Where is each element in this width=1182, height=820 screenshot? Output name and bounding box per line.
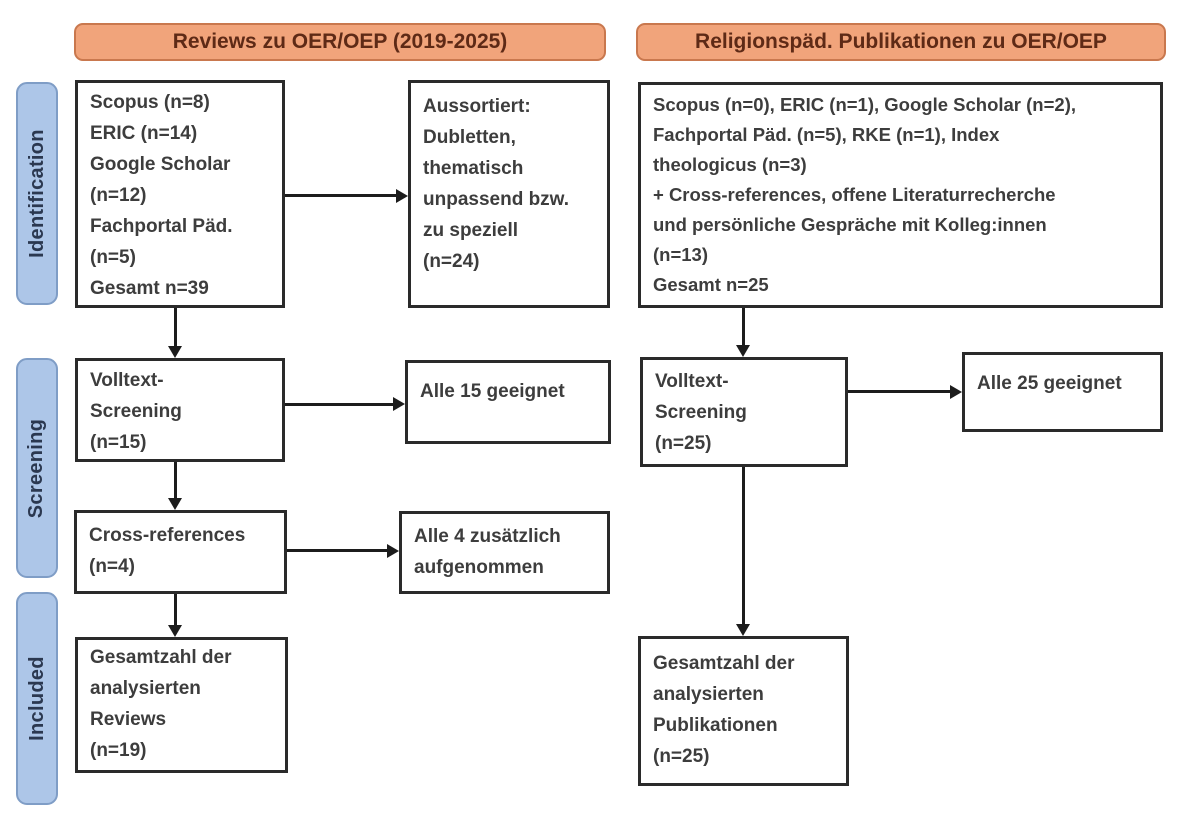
box-right-fulltext-line: Screening [655,402,747,423]
box-left-sources-line: (n=5) [90,247,136,268]
box-right-sources-line: (n=13) [653,244,709,265]
box-left-included-total: Gesamtzahl der analysierten Reviews (n=1… [75,637,288,773]
arrow-line [285,194,396,197]
box-left-sources-line: ERIC (n=14) [90,123,198,144]
column-header-left-label: Reviews zu OER/OEP (2019-2025) [172,30,508,53]
box-left-fulltext-line: (n=15) [90,432,147,453]
box-left-crossref-result-line: Alle 4 zusätzlich [414,526,561,547]
arrow-line [174,462,177,498]
stage-label-included: Included [16,592,58,805]
stage-label-included-text: Included [25,656,48,741]
box-right-sources-line: Scopus (n=0), ERIC (n=1), Google Scholar… [653,94,1076,115]
column-header-right: Religionspäd. Publikationen zu OER/OEP [636,23,1166,61]
box-right-included-total: Gesamtzahl der analysierten Publikatione… [638,636,849,786]
box-left-included-line: analysierten [90,678,201,699]
arrow-line [174,308,177,346]
box-left-excluded: Aussortiert: Dubletten, thematisch unpas… [408,80,610,308]
box-right-fulltext-screening: Volltext- Screening (n=25) [640,357,848,467]
box-left-excluded-line: zu speziell [423,220,519,241]
box-right-sources-line: und persönliche Gespräche mit Kolleg:inn… [653,214,1047,235]
box-left-crossref-result-line: aufgenommen [414,557,544,578]
box-right-sources: Scopus (n=0), ERIC (n=1), Google Scholar… [638,82,1163,308]
arrow-head-icon [387,544,399,558]
box-right-included-line: Publikationen [653,715,778,736]
box-left-fulltext-line: Screening [90,401,182,422]
arrow-head-icon [396,189,408,203]
box-left-sources: Scopus (n=8) ERIC (n=14) Google Scholar … [75,80,285,308]
box-left-crossref-result: Alle 4 zusätzlich aufgenommen [399,511,610,594]
box-left-included-line: Gesamtzahl der [90,647,232,668]
stage-label-screening: Screening [16,358,58,578]
box-right-fulltext-line: (n=25) [655,433,712,454]
column-header-right-label: Religionspäd. Publikationen zu OER/OEP [695,30,1107,53]
box-left-sources-line: Fachportal Päd. [90,216,233,237]
box-left-excluded-line: Aussortiert: [423,96,531,117]
box-right-fulltext-line: Volltext- [655,371,729,392]
box-right-sources-line: theologicus (n=3) [653,154,807,175]
box-left-excluded-line: Dubletten, [423,127,516,148]
box-left-fulltext-line: Volltext- [90,370,164,391]
box-left-crossref: Cross-references (n=4) [74,510,287,594]
arrow-head-icon [168,346,182,358]
box-right-included-line: analysierten [653,684,764,705]
box-left-sources-line: (n=12) [90,185,147,206]
arrow-line [285,403,393,406]
box-right-sources-line: Gesamt n=25 [653,274,769,295]
arrow-head-icon [736,345,750,357]
box-right-included-line: Gesamtzahl der [653,653,795,674]
box-left-fulltext-result: Alle 15 geeignet [405,360,611,444]
box-right-included-line: (n=25) [653,746,710,767]
box-left-included-line: Reviews [90,709,167,730]
arrow-line [848,390,950,393]
arrow-line [742,467,745,624]
box-left-sources-line: Scopus (n=8) [90,92,210,113]
box-right-fulltext-result: Alle 25 geeignet [962,352,1163,432]
stage-label-screening-text: Screening [25,418,48,518]
box-right-sources-line: + Cross-references, offene Literaturrech… [653,184,1056,205]
stage-label-identification: Identification [16,82,58,305]
arrow-head-icon [736,624,750,636]
box-left-sources-line: Gesamt n=39 [90,278,209,299]
box-left-excluded-line: unpassend bzw. [423,189,570,210]
box-right-fulltext-result-line: Alle 25 geeignet [977,373,1122,394]
box-left-crossref-line: (n=4) [89,556,135,577]
arrow-line [174,594,177,625]
box-left-fulltext-screening: Volltext- Screening (n=15) [75,358,285,462]
stage-label-identification-text: Identification [25,129,48,258]
box-left-excluded-line: (n=24) [423,251,480,272]
arrow-line [742,308,745,345]
box-left-sources-line: Google Scholar [90,154,231,175]
box-left-excluded-line: thematisch [423,158,524,179]
column-header-left: Reviews zu OER/OEP (2019-2025) [74,23,606,61]
box-left-crossref-line: Cross-references [89,525,246,546]
arrow-head-icon [950,385,962,399]
arrow-head-icon [393,397,405,411]
arrow-head-icon [168,498,182,510]
box-left-fulltext-result-line: Alle 15 geeignet [420,381,565,402]
arrow-line [287,549,387,552]
box-left-included-line: (n=19) [90,740,147,761]
arrow-head-icon [168,625,182,637]
box-right-sources-line: Fachportal Päd. (n=5), RKE (n=1), Index [653,124,1000,145]
